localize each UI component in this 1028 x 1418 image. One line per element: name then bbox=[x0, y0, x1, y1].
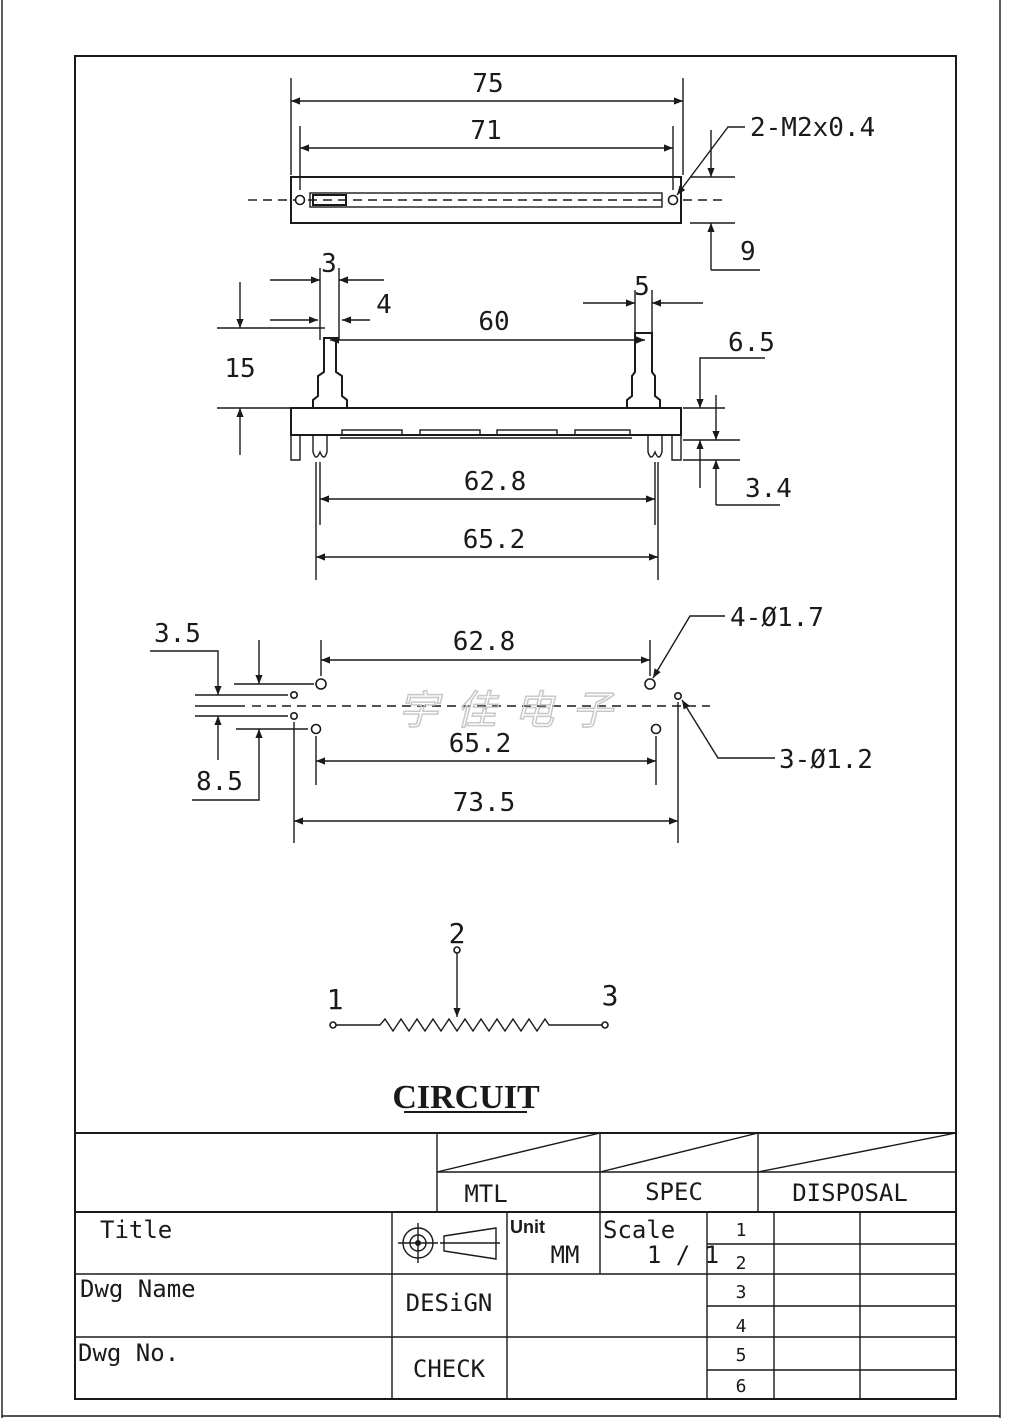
dim-span-mid: 65.2 bbox=[449, 729, 512, 759]
footprint-hole-small bbox=[289, 711, 298, 720]
dim-hole-spacing: 71 bbox=[470, 116, 501, 146]
header-disposal: DISPOSAL bbox=[792, 1179, 908, 1207]
top-view-mount-hole-right bbox=[667, 194, 679, 206]
circuit-title: CIRCUIT bbox=[392, 1079, 540, 1116]
rev-row-number: 4 bbox=[736, 1316, 747, 1337]
dim-span-total: 73.5 bbox=[453, 788, 516, 818]
rev-row-number: 1 bbox=[736, 1220, 747, 1241]
side-view-terminal-left bbox=[290, 435, 301, 461]
dim-pin-inner: 62.8 bbox=[464, 467, 527, 497]
leader-thread bbox=[676, 126, 745, 196]
circuit-pin-1: 1 bbox=[327, 983, 344, 1016]
side-view: 3 4 5 60 15 6.5 3.4 62.8 bbox=[217, 249, 792, 580]
circuit-terminal-1 bbox=[329, 1021, 337, 1029]
rev-row-number: 3 bbox=[736, 1282, 747, 1303]
footprint-hole-large bbox=[315, 678, 327, 690]
dim-pin-height: 3.4 bbox=[745, 474, 792, 504]
rev-row-number: 2 bbox=[736, 1253, 747, 1274]
drawing-frame bbox=[74, 55, 957, 1400]
label-design: DESiGN bbox=[406, 1289, 493, 1317]
dim-lever-width-c: 5 bbox=[634, 272, 650, 302]
dim-travel: 60 bbox=[478, 307, 509, 337]
rev-row-number: 5 bbox=[736, 1345, 747, 1366]
unit-value: MM bbox=[551, 1241, 580, 1269]
label-scale: Scale bbox=[603, 1216, 675, 1244]
dim-lever-width-b: 4 bbox=[376, 290, 392, 320]
dim-height: 15 bbox=[224, 354, 255, 384]
side-view-body bbox=[290, 407, 682, 436]
header-mtl: MTL bbox=[464, 1180, 507, 1208]
dim-span-top: 62.8 bbox=[453, 627, 516, 657]
label-check: CHECK bbox=[413, 1355, 486, 1383]
circuit-terminal-3 bbox=[601, 1021, 609, 1029]
header-spec: SPEC bbox=[645, 1178, 703, 1206]
footprint-hole-large bbox=[310, 723, 322, 735]
footprint-hole-small bbox=[673, 691, 682, 700]
dim-lever-width-a: 3 bbox=[321, 249, 337, 279]
footprint-hole-large bbox=[650, 723, 662, 735]
top-view: 75 71 2-M2x0.4 9 bbox=[248, 69, 875, 271]
top-view-mount-hole-left bbox=[294, 194, 306, 206]
side-view-pin-right bbox=[647, 435, 663, 458]
scale-value: 1 / 1 bbox=[647, 1241, 719, 1269]
side-view-terminal-right bbox=[671, 435, 682, 461]
label-small-holes: 3-Ø1.2 bbox=[779, 745, 873, 775]
dim-pin-outer: 65.2 bbox=[463, 525, 526, 555]
label-dwg-name: Dwg Name bbox=[80, 1275, 196, 1303]
label-dwg-no: Dwg No. bbox=[78, 1339, 179, 1367]
resistor-symbol bbox=[336, 1017, 602, 1033]
dim-body-height: 6.5 bbox=[728, 328, 775, 358]
leader-small-holes bbox=[681, 699, 775, 759]
side-view-pin-left bbox=[312, 435, 328, 458]
top-view-body bbox=[290, 176, 682, 224]
dim-offset-b: 8.5 bbox=[196, 767, 243, 797]
watermark: 宇佳电子 bbox=[398, 688, 630, 734]
side-view-lever-left bbox=[312, 337, 348, 408]
title-block: MTL SPEC DISPOSAL Title Dwg Name Dwg No.… bbox=[75, 1132, 957, 1399]
dim-overall-length: 75 bbox=[472, 69, 503, 99]
circuit-pin-2: 2 bbox=[449, 917, 466, 950]
label-large-holes: 4-Ø1.7 bbox=[730, 603, 824, 633]
projection-symbol-icon bbox=[398, 1223, 500, 1263]
label-unit: Unit bbox=[510, 1217, 545, 1237]
footprint-hole-large bbox=[644, 678, 656, 690]
footprint-view: 62.8 65.2 73.5 3.5 8.5 4-Ø1.7 3-Ø1.2 宇佳电… bbox=[150, 603, 873, 843]
side-view-lever-right bbox=[626, 332, 661, 408]
rev-row-number: 6 bbox=[736, 1376, 747, 1397]
label-thread: 2-M2x0.4 bbox=[750, 113, 875, 143]
dim-edge-offset: 9 bbox=[740, 237, 756, 267]
footprint-hole-small bbox=[289, 690, 298, 699]
circuit-pin-3: 3 bbox=[602, 979, 619, 1012]
leader-large-holes bbox=[652, 615, 725, 679]
dim-offset-a: 3.5 bbox=[154, 619, 201, 649]
circuit-diagram: 1 2 3 CIRCUIT bbox=[327, 917, 619, 1116]
label-title: Title bbox=[100, 1216, 172, 1244]
